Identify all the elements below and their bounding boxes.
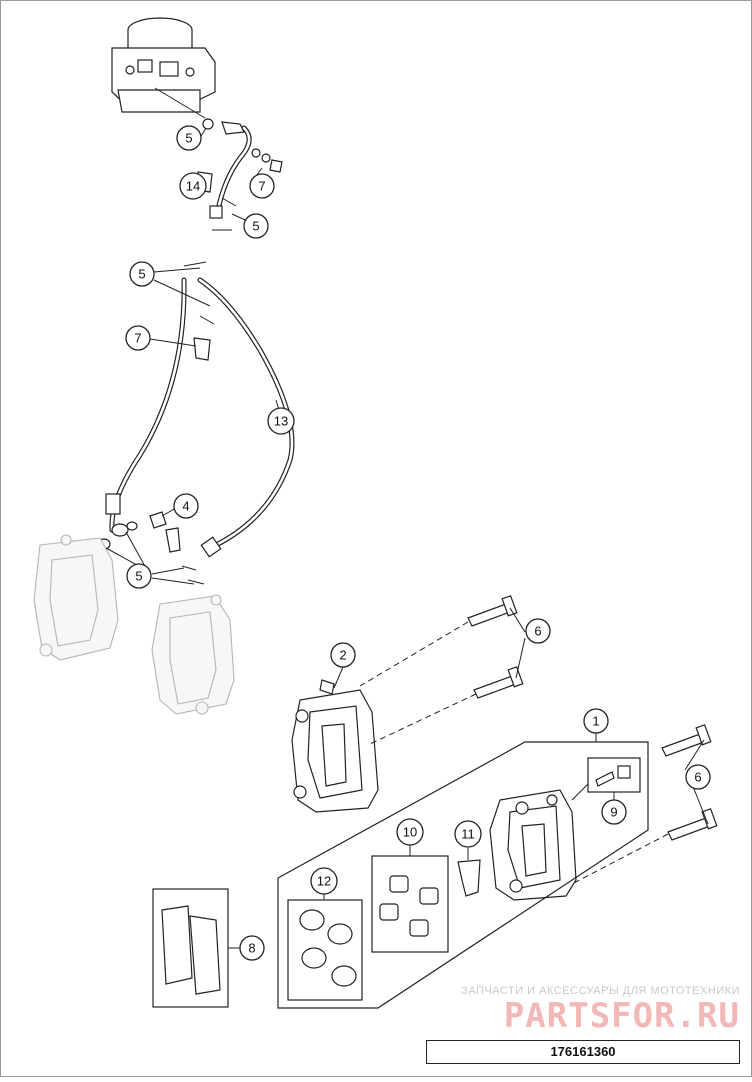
brake-hose-13 <box>97 261 295 585</box>
svg-text:13: 13 <box>274 414 288 429</box>
brake-caliper-1 <box>489 789 577 901</box>
callout-10: 10 <box>396 818 424 846</box>
drawing-code-box: 176161360 <box>426 1040 740 1064</box>
callout-9: 9 <box>601 799 627 825</box>
svg-text:11: 11 <box>461 827 475 842</box>
callout-5-b: 5 <box>243 213 269 239</box>
brake-pads-8 <box>152 888 240 1008</box>
callout-7-mid: 7 <box>125 325 151 351</box>
svg-text:7: 7 <box>258 179 265 194</box>
callout-13: 13 <box>267 407 295 435</box>
callout-5-d: 5 <box>126 563 152 589</box>
callout-5-top: 5 <box>176 125 202 151</box>
svg-text:7: 7 <box>134 331 141 346</box>
callout-7-top: 7 <box>249 173 275 199</box>
watermark-tagline: ЗАПЧАСТИ И АКСЕССУАРЫ ДЛЯ МОТОТЕХНИКИ <box>461 985 740 997</box>
callout-5-c: 5 <box>129 261 155 287</box>
pad-spring-11 <box>457 848 481 897</box>
svg-text:6: 6 <box>694 770 701 785</box>
svg-text:5: 5 <box>138 267 145 282</box>
svg-text:2: 2 <box>339 648 346 663</box>
ghost-calipers <box>33 534 235 715</box>
callout-6-a: 6 <box>525 618 551 644</box>
watermark-logo: PARTSFOR.RU <box>503 996 740 1036</box>
seal-kit-12 <box>287 899 363 1001</box>
callout-1: 1 <box>583 708 609 734</box>
svg-text:14: 14 <box>186 179 200 194</box>
kit-outline-1 <box>277 741 649 1009</box>
svg-text:8: 8 <box>248 941 255 956</box>
callout-11: 11 <box>454 820 482 848</box>
drawing-code: 176161360 <box>550 1044 616 1059</box>
svg-text:1: 1 <box>592 714 599 729</box>
bolts-6-upper <box>359 595 524 745</box>
svg-text:10: 10 <box>403 825 417 840</box>
piston-kit-10 <box>371 855 449 953</box>
svg-text:6: 6 <box>534 624 541 639</box>
svg-text:5: 5 <box>252 219 259 234</box>
svg-text:5: 5 <box>185 131 192 146</box>
callout-8: 8 <box>239 935 265 961</box>
svg-text:9: 9 <box>610 805 617 820</box>
svg-text:12: 12 <box>317 874 331 889</box>
svg-text:4: 4 <box>182 499 189 514</box>
upper-hose <box>197 118 283 231</box>
callout-2: 2 <box>330 642 356 668</box>
callout-14: 14 <box>179 172 207 200</box>
svg-text:5: 5 <box>135 569 142 584</box>
abs-modulator <box>111 17 216 119</box>
callout-4: 4 <box>173 493 199 519</box>
bolts-6-right <box>571 724 718 885</box>
brake-caliper-2 <box>291 679 379 813</box>
leader-lines <box>105 127 709 900</box>
callout-6-b: 6 <box>685 764 711 790</box>
callout-12: 12 <box>310 867 338 895</box>
bleeder-kit-9 <box>571 757 641 801</box>
